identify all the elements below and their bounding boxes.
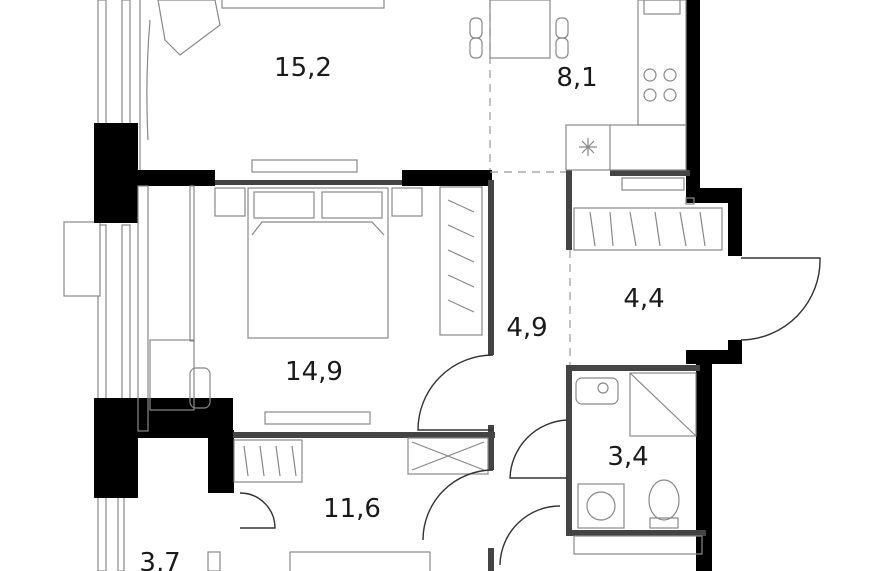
bathroom-fixtures (573, 372, 703, 555)
area-label-kitchen: 8,1 (556, 63, 597, 93)
room3-furniture (233, 439, 431, 571)
living-furniture (139, 0, 385, 170)
area-label-room3: 11,6 (323, 494, 381, 524)
dining-furniture (469, 0, 569, 59)
area-label-hall: 4,9 (506, 313, 547, 343)
doors (207, 257, 821, 571)
area-label-balcony: 3,7 (139, 548, 180, 571)
inner-walls (215, 170, 706, 571)
kitchen-furniture (565, 0, 687, 171)
zone-dividers (489, 0, 571, 365)
wardrobe (407, 437, 489, 475)
area-label-living: 15,2 (274, 53, 332, 83)
entry-wardrobe (573, 177, 723, 251)
walls (94, 0, 742, 571)
area-label-bathroom: 3,4 (607, 442, 648, 472)
bedroom-furniture (137, 159, 483, 432)
area-label-bedroom: 14,9 (285, 357, 343, 387)
area-label-entry: 4,4 (623, 284, 664, 314)
